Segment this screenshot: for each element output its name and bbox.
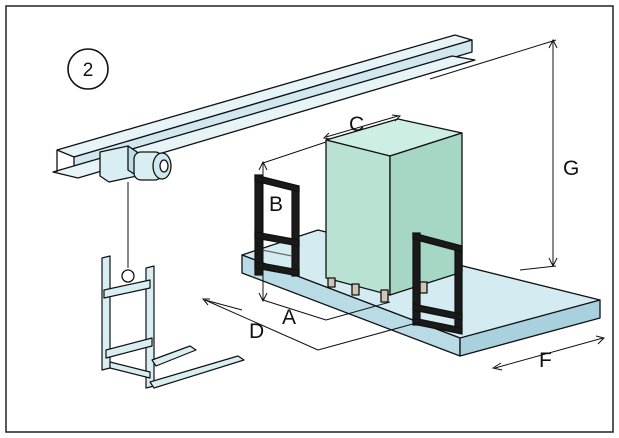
dimension-label-d: D <box>249 320 264 343</box>
dimension-label-c: C <box>349 113 364 136</box>
crane-beam-bottom <box>52 55 476 179</box>
left-guard-rail <box>254 174 300 277</box>
dimension-label-f: F <box>539 349 552 372</box>
overhead-crane-icon <box>52 34 476 283</box>
dimension-label-b: B <box>269 193 283 216</box>
step-badge: 2 <box>67 48 109 90</box>
lifting-fork-icon <box>101 255 245 389</box>
crane-hook <box>121 269 135 283</box>
dimension-label-g: G <box>563 157 579 180</box>
dimension-label-a: A <box>282 306 296 329</box>
dimension-lines <box>201 38 605 371</box>
cabinet-side <box>389 132 463 296</box>
cabinet-front <box>325 139 391 296</box>
platform-side <box>459 299 601 357</box>
cabinet-icon <box>325 118 463 303</box>
right-guard-rail <box>412 232 463 335</box>
step-number: 2 <box>83 60 94 81</box>
